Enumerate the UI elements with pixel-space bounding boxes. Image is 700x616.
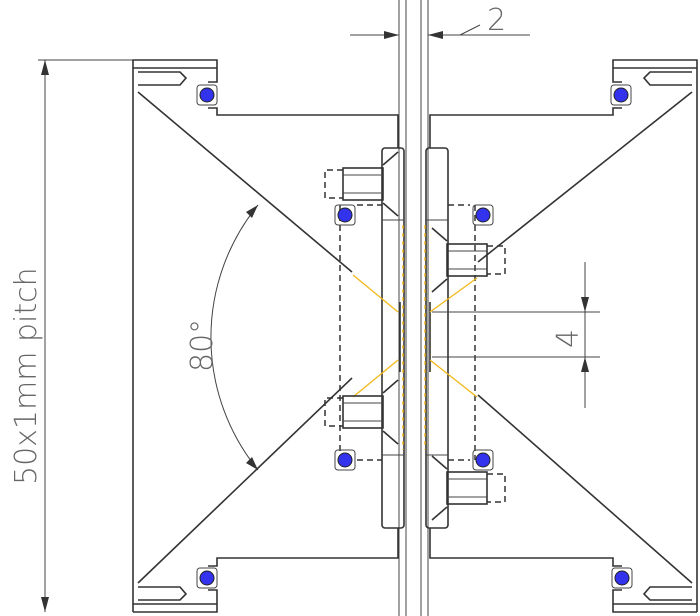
o-rings — [196, 84, 633, 589]
gap-dimension: 2 — [350, 3, 530, 39]
o-ring-groove — [334, 449, 356, 471]
left-flange-plate — [339, 147, 405, 529]
height-dimension: 50x1mm pitch — [9, 59, 133, 612]
offset-dimension: 4 — [432, 262, 600, 408]
o-ring-groove — [472, 204, 494, 226]
o-ring — [475, 452, 491, 468]
o-ring-groove — [472, 449, 494, 471]
bolt-right-top — [431, 227, 506, 293]
o-ring — [613, 87, 629, 103]
o-ring — [337, 452, 353, 468]
angle-dimension-label: 80° — [185, 319, 220, 372]
right-body — [429, 59, 698, 613]
bolt-left-bottom — [324, 379, 399, 445]
height-dimension-label: 50x1mm pitch — [9, 267, 44, 485]
right-flange-plate — [425, 147, 476, 529]
construction-lines — [352, 225, 478, 450]
offset-dimension-label: 4 — [551, 329, 586, 348]
bolt-right-bottom — [431, 455, 506, 521]
left-body — [132, 59, 399, 613]
o-ring — [199, 570, 215, 586]
angle-dimension: 80° — [185, 204, 259, 471]
o-ring — [337, 207, 353, 223]
o-ring-groove — [610, 84, 632, 106]
o-ring — [199, 87, 215, 103]
o-ring-groove — [611, 567, 633, 589]
o-ring-groove — [196, 567, 218, 589]
o-ring-groove — [196, 84, 218, 106]
o-ring — [614, 570, 630, 586]
bolt-left-top — [324, 151, 399, 217]
gap-lines — [398, 0, 429, 616]
o-ring — [475, 207, 491, 223]
gap-dimension-label: 2 — [487, 3, 506, 38]
o-ring-groove — [334, 204, 356, 226]
